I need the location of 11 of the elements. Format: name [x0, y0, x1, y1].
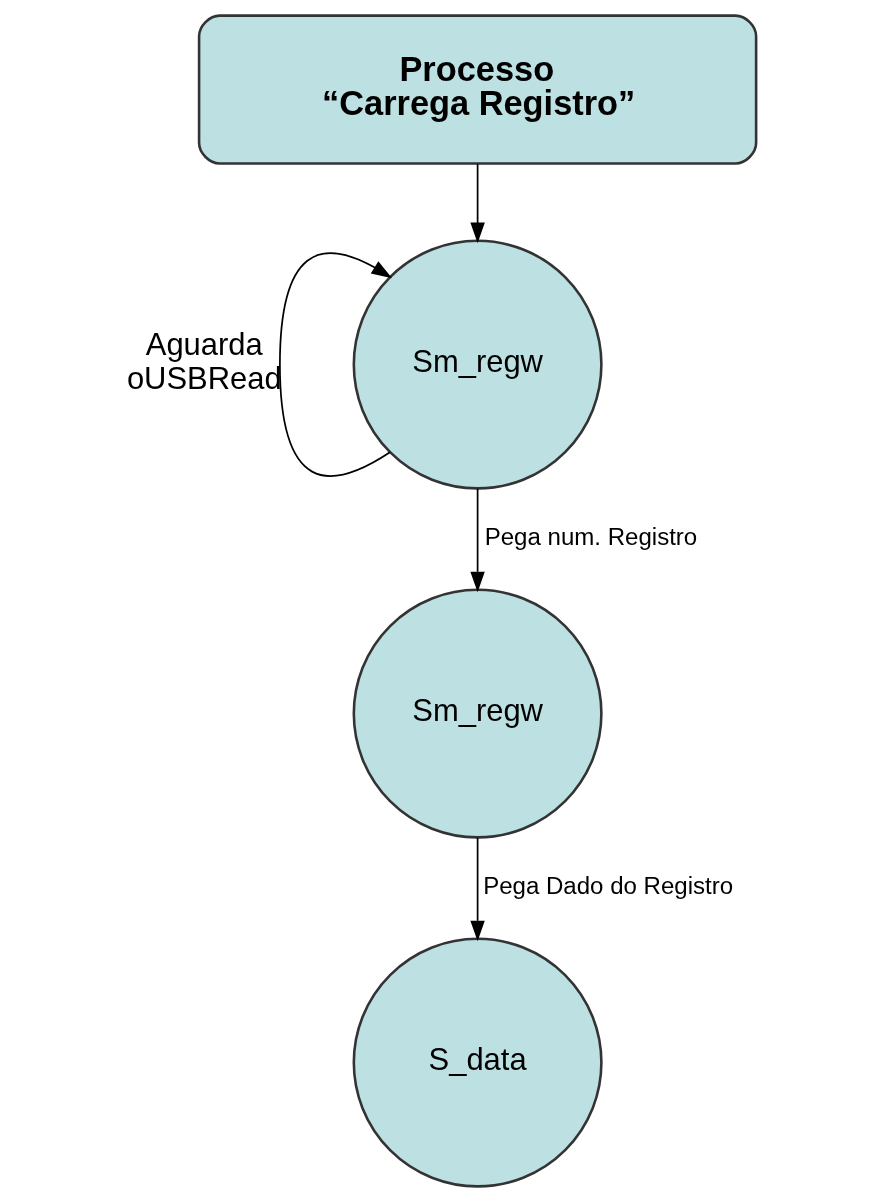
arrow — [469, 163, 485, 244]
edge-label: Pega Dado do Registro — [482, 872, 733, 900]
edge-label: Aguarda oUSBRead — [126, 326, 282, 397]
arrow — [278, 252, 392, 477]
node-circle: S_data — [352, 937, 603, 1188]
node-box: Processo “Carrega Registro” — [197, 14, 757, 165]
node-circle: Sm_regw — [352, 239, 603, 490]
edge-label: Pega num. Registro — [484, 523, 697, 551]
node-circle: Sm_regw — [352, 588, 603, 839]
arrow — [469, 487, 485, 593]
arrow — [469, 836, 485, 942]
